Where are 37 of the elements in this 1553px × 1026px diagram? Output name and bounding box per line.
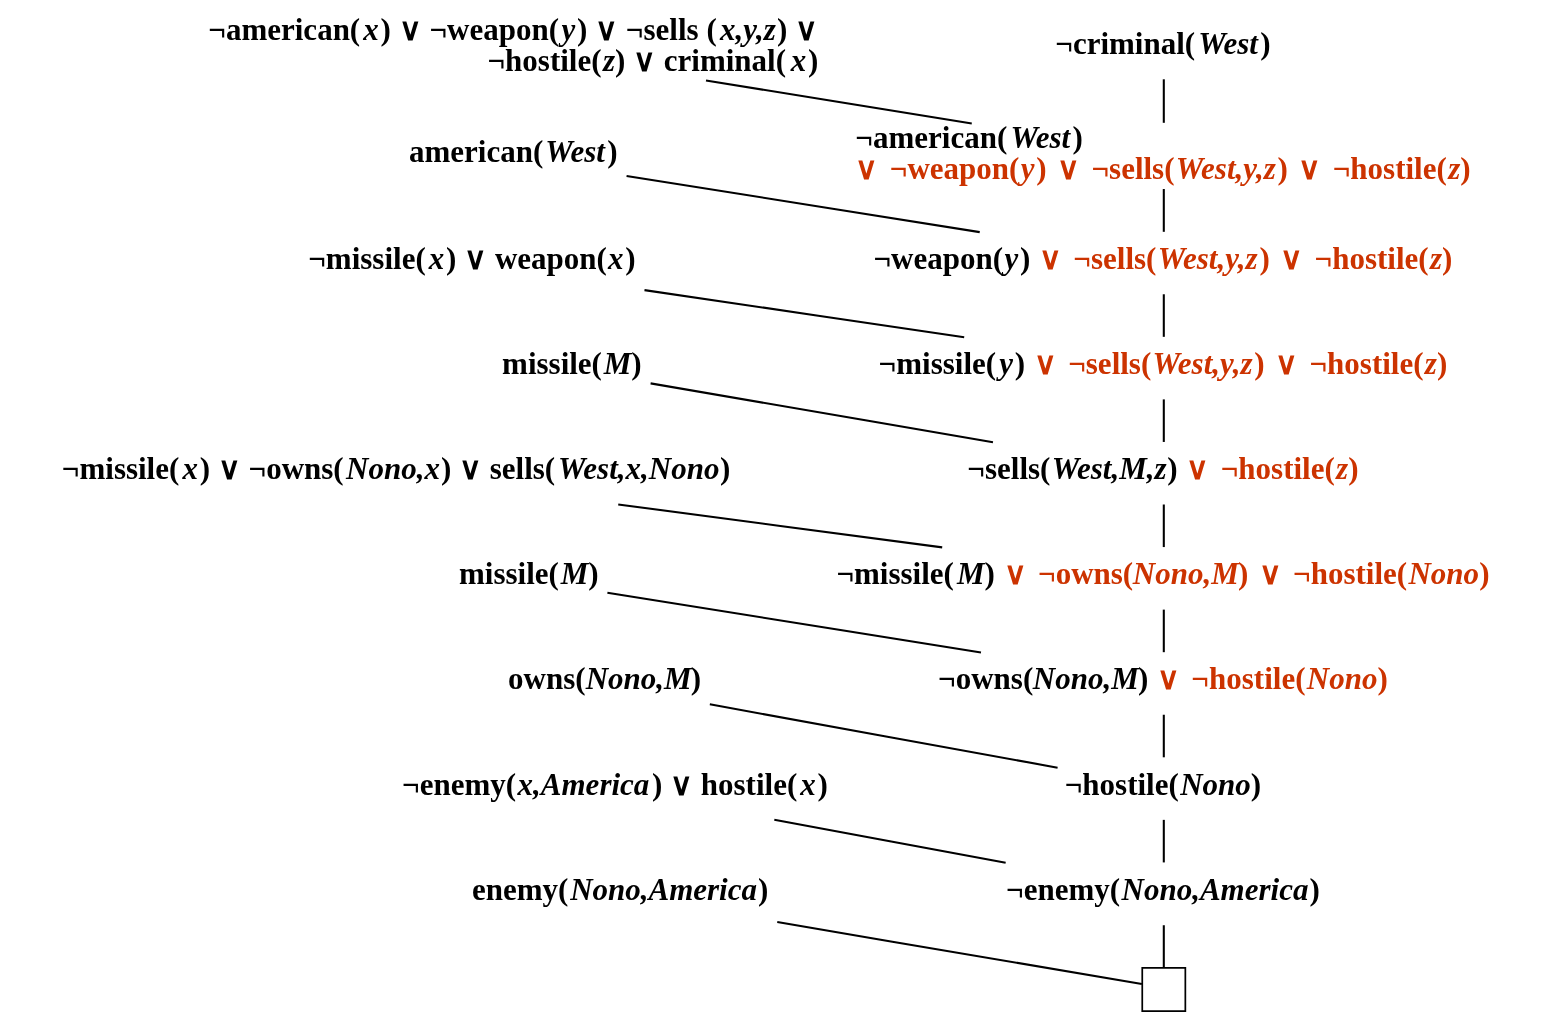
- connector: [1162, 714, 1165, 758]
- node-text: ¬missile(y) ∨ ¬sells(West,y,z) ∨ ¬hostile(z): [878, 346, 1448, 382]
- connector: [644, 289, 965, 339]
- node-text: ¬missile(x) ∨ ¬owns(Nono,x) ∨ sells(West,x,Nono): [61, 451, 731, 487]
- connector: [1162, 294, 1165, 337]
- connector: [1162, 925, 1165, 968]
- node-text: missile(M): [502, 346, 642, 382]
- node-text: ¬owns(Nono,M) ∨ ¬hostile(Nono): [938, 661, 1388, 697]
- connector: [1162, 399, 1165, 442]
- node-text: enemy(Nono,America): [471, 871, 769, 907]
- connector: [607, 591, 982, 654]
- connector: [1162, 504, 1165, 548]
- node-text: ¬enemy(Nono,America): [1006, 871, 1320, 907]
- node-text: ¬sells(West,M,z) ∨ ¬hostile(z): [967, 451, 1359, 487]
- node-text: missile(M): [458, 556, 599, 592]
- connector: [650, 382, 994, 444]
- connector: [705, 79, 972, 125]
- node-text: owns(Nono,M): [508, 661, 702, 697]
- node-text: ¬american(x) ∨ ¬weapon(y) ∨ ¬sells (x,y,z) ∨ ¬hostile(z) ∨ criminal(x): [208, 11, 819, 78]
- node-box: [1141, 967, 1187, 1012]
- connector: [626, 174, 980, 234]
- connector: [1162, 609, 1165, 653]
- node-text: ¬hostile(Nono): [1064, 766, 1262, 802]
- connector: [774, 818, 1006, 864]
- node-text: ¬missile(x) ∨ weapon(x): [308, 240, 636, 276]
- connector: [1162, 79, 1165, 123]
- connector: [618, 503, 943, 549]
- node-text: ¬criminal(West): [1055, 25, 1271, 61]
- node-text: ¬missile(M) ∨ ¬owns(Nono,M) ∨ ¬hostile(Nono): [836, 556, 1490, 592]
- connector: [1162, 189, 1165, 232]
- connector: [1162, 819, 1165, 863]
- connector: [777, 921, 1143, 986]
- node-text: ¬weapon(y) ∨ ¬sells(West,y,z) ∨ ¬hostile(z): [873, 240, 1453, 276]
- node-text: ¬american(West) ∨ ¬weapon(y) ∨ ¬sells(West,y,z) ∨ ¬hostile(z): [855, 120, 1471, 187]
- node-text: american(West): [409, 134, 618, 170]
- node-text: ¬enemy(x,America) ∨ hostile(x): [402, 766, 828, 802]
- connector: [709, 703, 1058, 769]
